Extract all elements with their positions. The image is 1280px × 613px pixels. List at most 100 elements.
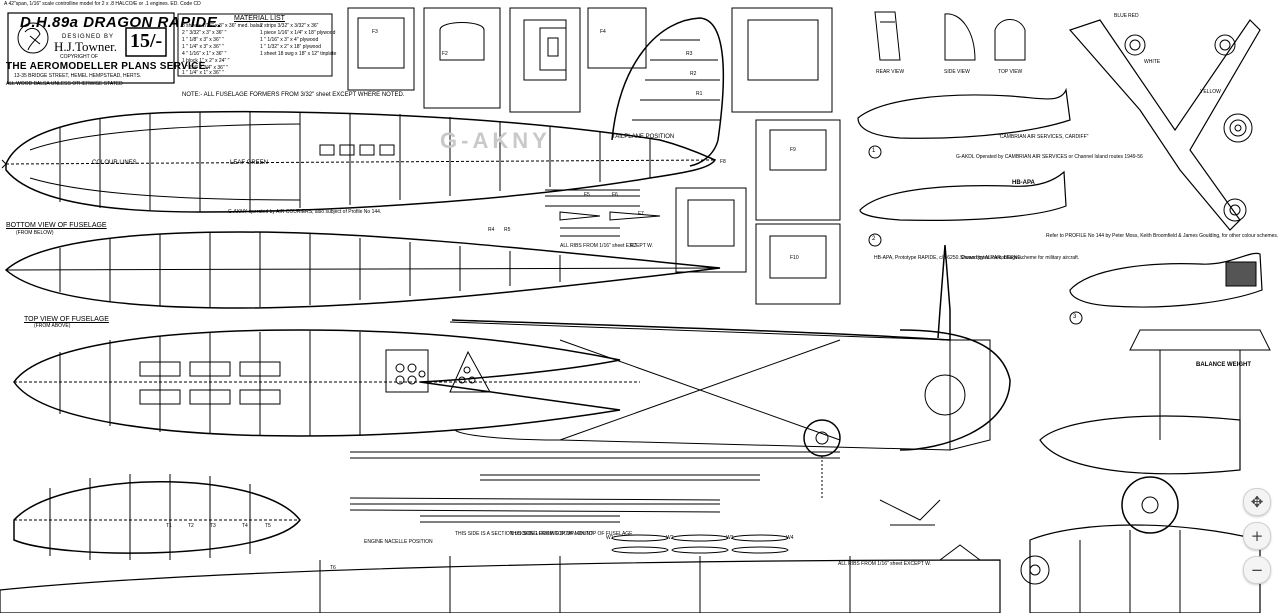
material-row: 1 " 1/32" x 2" x 18" plywood (260, 44, 322, 50)
rib-label: R2 (690, 71, 697, 77)
leaf-green-label: LEAF GREEN (230, 160, 269, 166)
tailplane-position-label: TAILPLANE POSITION (612, 134, 675, 140)
wing-part-label: W1 (606, 535, 614, 541)
plan-title: D.H.89a DRAGON RAPIDE. (20, 14, 222, 31)
scheme-3-marker (1069, 311, 1083, 325)
designer-name: H.J.Towner. (54, 39, 118, 54)
scheme-number: 1 (872, 148, 876, 154)
roundel-left-wing (1124, 34, 1146, 56)
former-label: F4 (600, 29, 606, 35)
top-view-small-label: TOP VIEW (998, 69, 1023, 75)
title-block (7, 12, 175, 84)
rib-label: R4 (488, 227, 495, 233)
roundel-small (1223, 198, 1247, 222)
material-list-title: MATERIAL LIST (234, 15, 285, 22)
material-row: 1 piece 1/16" x 1/4" x 18" plywood (260, 30, 336, 36)
former-outlines (347, 7, 841, 305)
fuselage-windows (319, 144, 395, 156)
scheme-number: 3 (1073, 314, 1077, 320)
rib-label: R7 (630, 243, 637, 249)
former-label: F5 (584, 192, 590, 198)
colour-label-white: WHITE (1144, 59, 1161, 65)
zoom-in-button[interactable]: + (1243, 522, 1271, 550)
colour-label-blue: BLUE (1114, 13, 1128, 19)
strip-parts (349, 189, 840, 554)
instrument-panel-right (449, 350, 491, 393)
scheme-number: 2 (872, 236, 876, 242)
wing-part-label: W3 (726, 535, 734, 541)
undercarriage-fairing (1039, 415, 1241, 475)
camo-tail-patch (1225, 261, 1257, 287)
former-label: F7 (638, 211, 644, 217)
fairing-detail (939, 544, 981, 561)
engine-nacelle-plan (1029, 524, 1261, 613)
upper-wing-section (1129, 329, 1271, 351)
nose-point (1, 159, 7, 169)
fuselage-bottom-formers (59, 232, 561, 308)
scheme-1-note: G-AKNY operated by AIR COURIERS, also su… (228, 209, 382, 215)
fuselage-top-formers (59, 331, 361, 436)
fin-rudder-outline (611, 17, 725, 167)
former-label: F9 (790, 147, 796, 153)
copyright-label: COPYRIGHT OF (60, 54, 98, 60)
fuselage-top-outline (13, 329, 621, 437)
fin-ribs (632, 39, 720, 121)
scheme-4-note: Shows typical camouflage scheme for mili… (960, 255, 1080, 261)
former-label: F6 (612, 192, 618, 198)
rear-view-small (874, 11, 901, 61)
side-view-2 (859, 170, 1067, 221)
price-label: 15/- (130, 30, 163, 52)
top-view-subtitle: (FROM ABOVE) (34, 323, 71, 329)
colour-lines-label: COLOUR LINES (92, 160, 137, 166)
former-label: F8 (720, 159, 726, 165)
all-ribs-note-bottom: ALL RIBS FROM 1/16" sheet EXCEPT W. (838, 561, 931, 567)
scheme-3-note: HB-APA, Prototype RAPIDE, c/n 6250. Owne… (874, 255, 1023, 261)
fuselage-note: NOTE:- ALL FUSELAGE FORMERS FROM 3/32" s… (182, 92, 405, 98)
zoom-out-button[interactable]: − (1243, 556, 1271, 584)
material-row: 1 " 1/4" x 3" x 36" " (182, 44, 224, 50)
tail-label: T1 (166, 523, 172, 529)
strut-detail (879, 499, 941, 526)
rib-label: R5 (504, 227, 511, 233)
nacelle-roundel (924, 374, 966, 416)
material-row: 1 " 1/8" x 3" x 36" " (182, 37, 224, 43)
side-view-3 (1069, 252, 1263, 308)
scheme-2-marker (868, 233, 882, 247)
tail-label: T2 (188, 523, 194, 529)
material-row: 2 " 3/32" x 3" x 36" " (182, 30, 227, 36)
roundel-large (1223, 113, 1253, 143)
tail-label: T5 (265, 523, 271, 529)
lower-wing-section (13, 481, 301, 554)
nacelle-formers (1079, 530, 1181, 613)
plan-view-aircraft (1068, 19, 1261, 231)
service-name: THE AEROMODELLER PLANS SERVICE. (6, 61, 209, 72)
rear-view-label: REAR VIEW (876, 69, 905, 75)
lower-wing-ribs (49, 474, 251, 560)
tail-label: T6 (330, 565, 336, 571)
fuselage-side-formers (59, 112, 651, 212)
fuselage-registration: G-AKNY (440, 128, 551, 153)
main-wheel (1121, 476, 1179, 534)
material-row: 2 strips 3/32" x 3/32" x 36" (260, 23, 319, 29)
material-row: 4 " 1/16" x 1" x 36" " (182, 51, 227, 57)
interplane-struts (1159, 350, 1241, 440)
seat-rows (139, 361, 281, 405)
tail-label: T3 (210, 523, 216, 529)
colour-label-yellow: YELLOW (1200, 89, 1221, 95)
section-note-2: THIS SIDE LOOKING DOWN ON TOP OF FUSELAG… (510, 531, 633, 537)
pan-button[interactable]: ✥ (1243, 488, 1271, 516)
top-note: A 42"span, 1/16" scale controlline model… (4, 1, 201, 7)
material-row: 1 " 1/16" x 3" x 4" plywood (260, 37, 319, 43)
wing-panel-outline (449, 321, 951, 451)
cambrian-label: "CAMBRIAN AIR SERVICES, CARDIFF" (998, 134, 1089, 140)
fuselage-datum-line (5, 159, 716, 165)
colour-label-red: RED (1128, 13, 1139, 19)
side-view-label: SIDE VIEW (944, 69, 970, 75)
instrument-panel-left (385, 349, 429, 393)
engine-nacelle-label: ENGINE NACELLE POSITION (364, 539, 433, 545)
section-note: THIS SIDE IS A SECTION LOOKING FROM TOP … (455, 531, 594, 537)
balance-weight-label: BALANCE WEIGHT (1196, 362, 1251, 368)
dragon-logo-figure (24, 27, 41, 51)
nacelle-side-outline (899, 329, 1011, 451)
material-row: 1 " 1/4" x 1" x 36" " (182, 70, 224, 76)
